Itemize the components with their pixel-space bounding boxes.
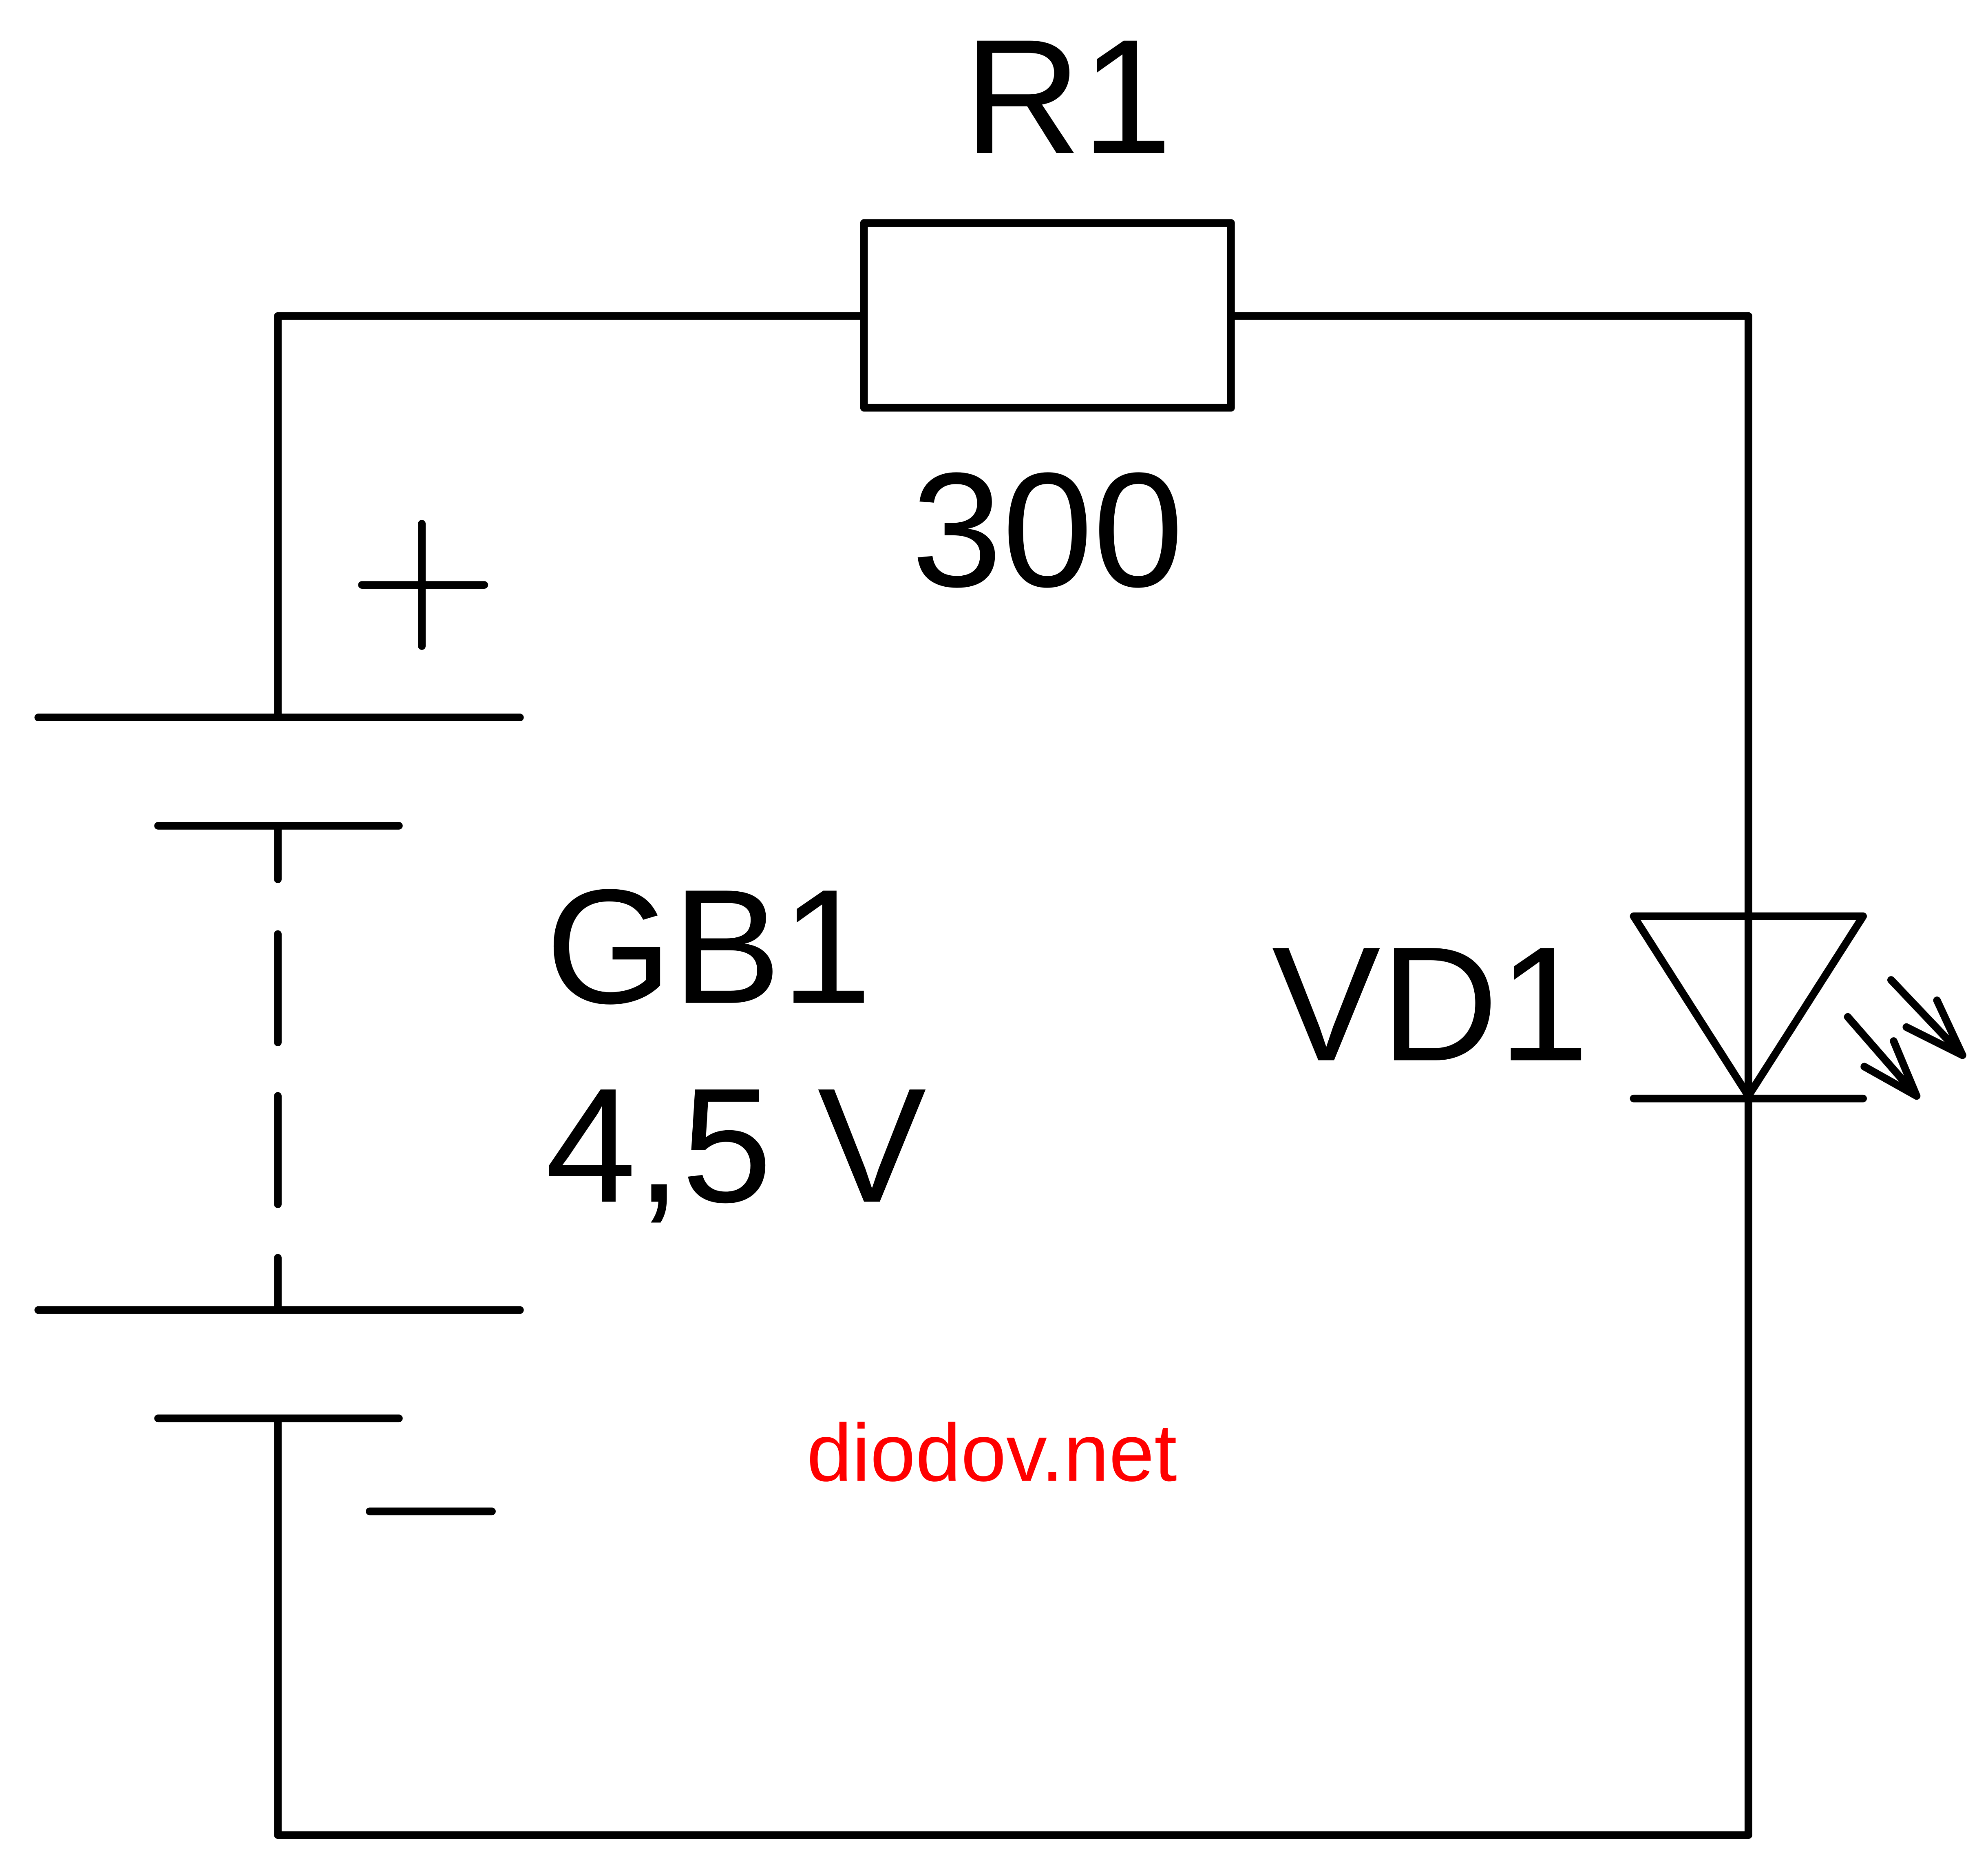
- led-vd1[interactable]: [1630, 912, 1867, 1102]
- led-vd1-designator: VD1: [1272, 912, 1589, 1095]
- plus-icon: [358, 520, 488, 650]
- wire-bottom: [274, 1417, 1752, 1839]
- resistor-r1-body[interactable]: [860, 219, 1235, 412]
- watermark: diodov.net: [807, 1407, 1177, 1498]
- battery-gb1[interactable]: [34, 714, 524, 1423]
- wire-top-left: [274, 312, 866, 722]
- resistor-r1-designator: R1: [964, 5, 1172, 188]
- wires: [274, 312, 1752, 1839]
- battery-gb1-voltage: 4,5 V: [546, 1054, 927, 1236]
- light-emission-icon: [1844, 976, 1966, 1100]
- resistor-r1-value: 300: [912, 439, 1184, 621]
- battery-gb1-designator: GB1: [546, 855, 872, 1038]
